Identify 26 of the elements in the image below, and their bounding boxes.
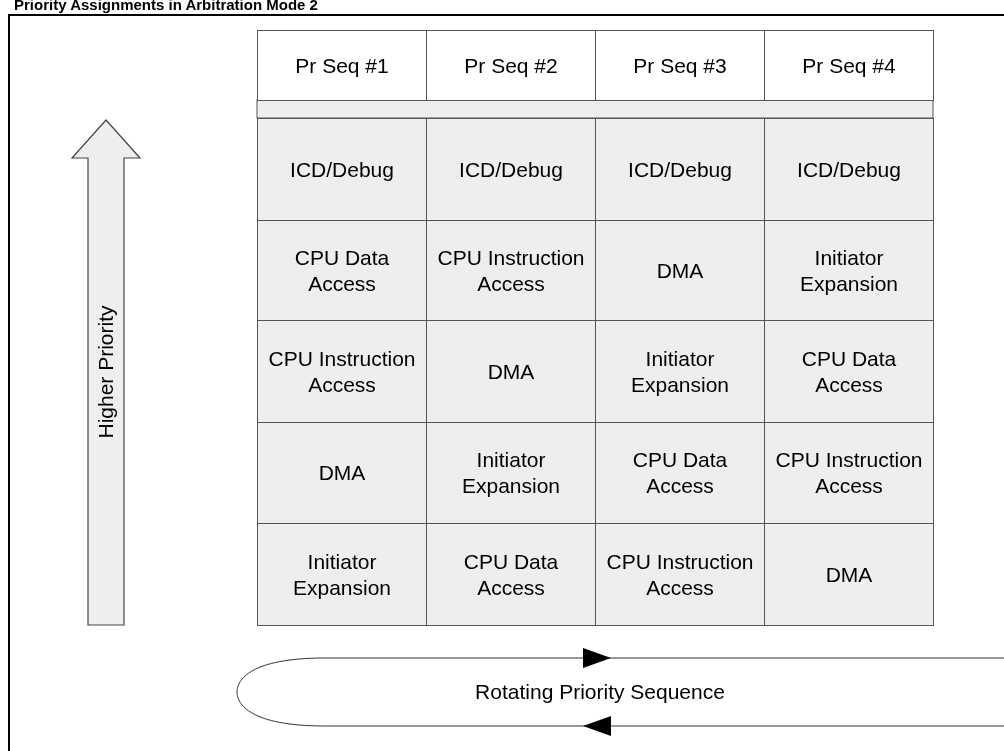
column-header: Pr Seq #2 (426, 30, 596, 101)
table-cell: CPU Instruction Access (764, 422, 934, 524)
loop-label: Rotating Priority Sequence (475, 680, 725, 704)
table-cell: CPU Instruction Access (595, 523, 765, 626)
table-cell: ICD/Debug (595, 118, 765, 221)
table-cell: ICD/Debug (764, 118, 934, 221)
table-cell: CPU Instruction Access (257, 320, 427, 423)
column-header: Pr Seq #3 (595, 30, 765, 101)
table-cell: Initiator Expansion (764, 220, 934, 321)
table-cell: DMA (595, 220, 765, 321)
table-cell: Initiator Expansion (257, 523, 427, 626)
table-cell: Initiator Expansion (595, 320, 765, 423)
table-cell: ICD/Debug (426, 118, 596, 221)
table-cell: CPU Data Access (257, 220, 427, 321)
table-cell: DMA (426, 320, 596, 423)
table-cell: DMA (764, 523, 934, 626)
table-cell: CPU Data Access (426, 523, 596, 626)
column-header: Pr Seq #1 (257, 30, 427, 101)
table-cell: Initiator Expansion (426, 422, 596, 524)
axis-label: Higher Priority (94, 305, 118, 439)
table-cell: ICD/Debug (257, 118, 427, 221)
table-cell: DMA (257, 422, 427, 524)
column-header: Pr Seq #4 (764, 30, 934, 101)
table-cell: CPU Instruction Access (426, 220, 596, 321)
table-cell: CPU Data Access (764, 320, 934, 423)
table-cell: CPU Data Access (595, 422, 765, 524)
